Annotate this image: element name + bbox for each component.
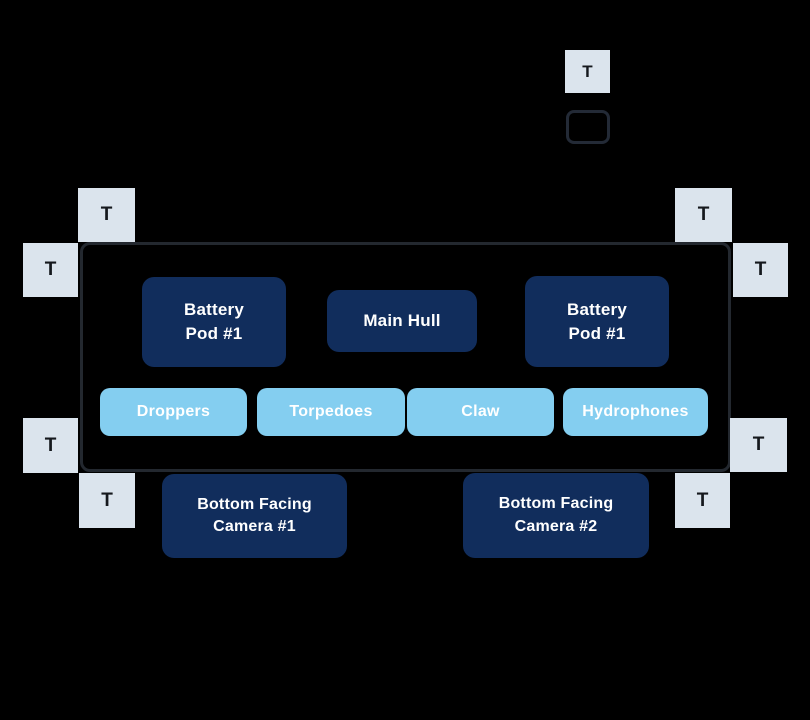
main-hull-label: Main Hull xyxy=(363,311,441,331)
thruster-box-bottom-left-lower: T xyxy=(79,473,135,528)
thruster-label: T xyxy=(44,259,57,280)
torpedoes-box: Torpedoes xyxy=(257,388,405,436)
bottom-camera-2-label-line2: Camera #2 xyxy=(514,517,598,535)
droppers-box: Droppers xyxy=(100,388,247,436)
torpedoes-label: Torpedoes xyxy=(289,403,373,420)
claw-label: Claw xyxy=(461,403,500,420)
hydrophones-box: Hydrophones xyxy=(563,388,708,436)
bottom-camera-1-label-line2: Camera #1 xyxy=(213,518,296,535)
droppers-label: Droppers xyxy=(136,403,211,420)
bottom-camera-1-label-line1: Bottom Facing xyxy=(197,495,312,513)
battery-pod-right-label-line1: Battery xyxy=(567,299,627,319)
thruster-box-bottom-right-side: T xyxy=(730,418,787,472)
thruster-box-bottom-left-side: T xyxy=(23,418,78,473)
thruster-label: T xyxy=(582,61,593,81)
bottom-camera-2-label-line1: Bottom Facing xyxy=(498,495,614,513)
main-hull-box: Main Hull xyxy=(327,290,477,352)
battery-pod-left-label-line2: Pod #1 xyxy=(185,324,243,343)
thruster-placeholder-box xyxy=(566,110,610,144)
thruster-label: T xyxy=(101,489,113,511)
thruster-box-top-right-upper: T xyxy=(675,188,732,242)
battery-pod-right-label-line2: Pod #1 xyxy=(568,323,626,343)
battery-pod-right-box: Battery Pod #1 xyxy=(525,276,669,367)
hull-outline xyxy=(80,242,731,472)
thruster-label: T xyxy=(752,434,765,455)
claw-box: Claw xyxy=(407,388,554,436)
thruster-box-bottom-right-lower: T xyxy=(675,473,730,528)
thruster-box-top-center: T xyxy=(565,50,610,93)
bottom-camera-1-box: Bottom Facing Camera #1 xyxy=(162,474,347,558)
battery-pod-left-label-line1: Battery xyxy=(184,300,244,320)
hydrophones-label: Hydrophones xyxy=(582,403,689,420)
thruster-box-top-left-side: T xyxy=(23,243,78,297)
thruster-box-top-left-upper: T xyxy=(78,188,135,242)
bottom-camera-2-box: Bottom Facing Camera #2 xyxy=(463,473,649,558)
thruster-label: T xyxy=(696,489,709,511)
thruster-label: T xyxy=(44,434,57,456)
thruster-box-top-right-side: T xyxy=(733,243,788,297)
thruster-label: T xyxy=(100,204,113,225)
thruster-label: T xyxy=(754,259,767,280)
battery-pod-left-box: Battery Pod #1 xyxy=(142,277,286,367)
thruster-label: T xyxy=(697,204,710,225)
